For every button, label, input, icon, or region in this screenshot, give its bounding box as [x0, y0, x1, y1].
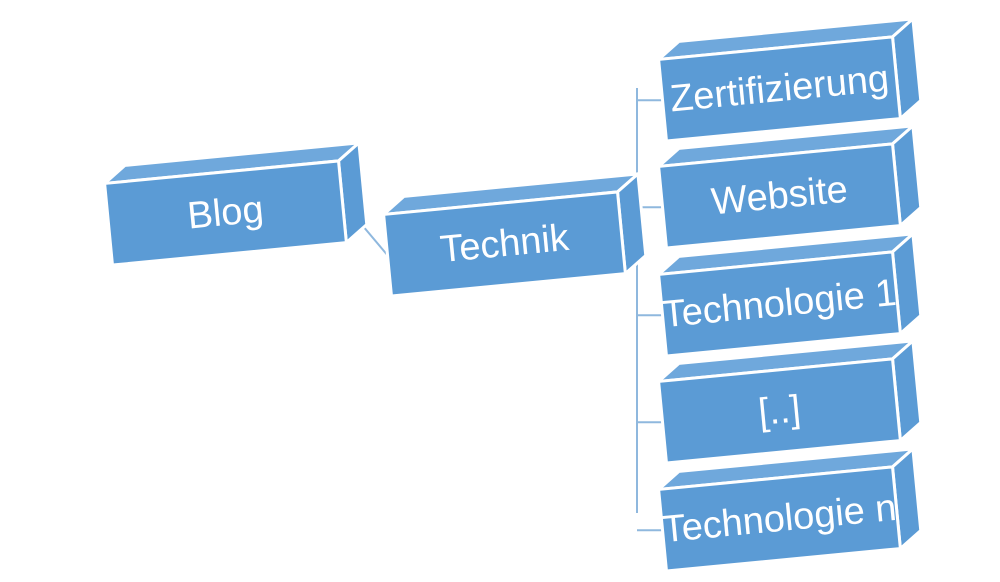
node-technik[interactable]: Technik — [381, 172, 648, 298]
node-front-face — [656, 465, 903, 573]
node-technologie-n[interactable]: Technologie n — [656, 447, 923, 573]
node-front-face — [656, 35, 903, 143]
node-label-blog: Blog — [186, 188, 266, 237]
node-website[interactable]: Website — [656, 124, 923, 250]
node-front-face — [102, 159, 349, 267]
node-front-face — [656, 142, 903, 250]
node-front-face — [381, 190, 628, 298]
node-zertifizierung[interactable]: Zertifizierung — [656, 17, 923, 143]
node-front-face — [656, 250, 903, 358]
node-technologie-1[interactable]: Technologie 1 — [656, 232, 923, 358]
node-blog[interactable]: Blog — [102, 141, 369, 267]
node-label-platzhalter: [..] — [756, 388, 802, 434]
node-group: BlogTechnikZertifizierungWebsiteTechnolo… — [102, 17, 923, 573]
node-platzhalter[interactable]: [..] — [656, 339, 923, 465]
connector-group — [341, 88, 665, 532]
node-front-face — [656, 357, 903, 465]
